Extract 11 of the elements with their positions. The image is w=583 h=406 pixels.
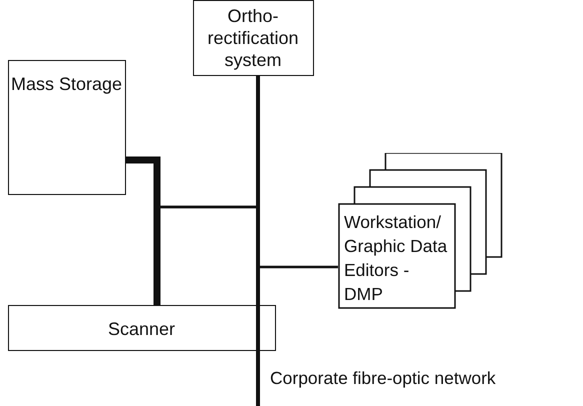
process-box [193,0,314,76]
node-label: Workstation/ Graphic Data Editors - DMP [344,211,448,306]
storage-box [8,60,126,195]
connector-line [260,266,338,268]
network-bus [256,76,260,406]
node-label: Mass Storage [10,73,124,95]
node-label: Ortho- rectification system [206,5,300,71]
node-label: Scanner [106,318,176,340]
network-label: Corporate fibre-optic network [270,367,496,389]
scanner-box [8,305,276,351]
connector-line [126,156,160,305]
